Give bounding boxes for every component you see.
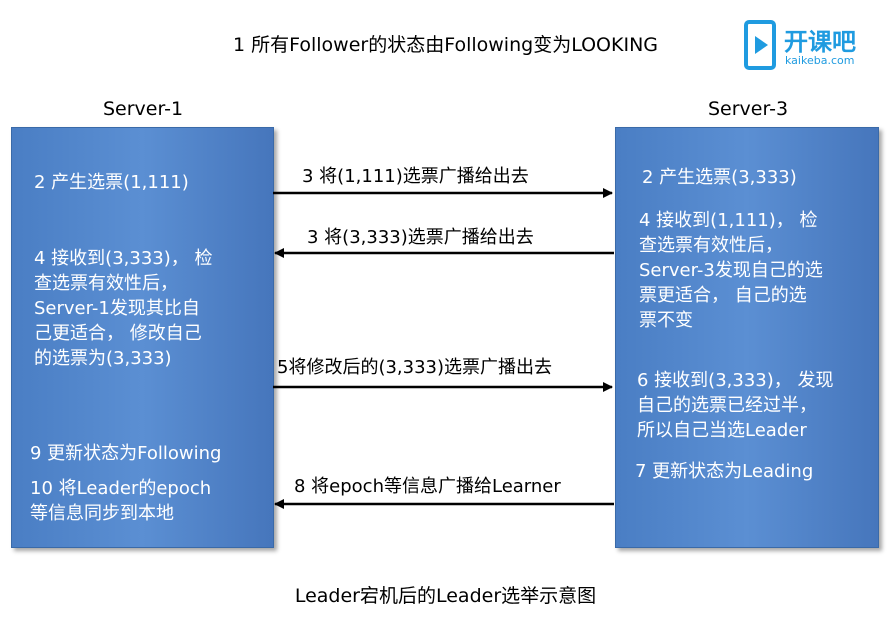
- diagram-title: 1 所有Follower的状态由Following变为LOOKING: [232, 34, 659, 56]
- server-1-step4-line4: 己更适合， 修改自己: [34, 323, 202, 344]
- server-1-step4-line5: 的选票为(3,333): [34, 348, 172, 369]
- server-1-step2: 2 产生选票(1,111): [34, 172, 189, 193]
- logo-url: kaikeba.com: [785, 54, 855, 67]
- server-3-step2: 2 产生选票(3,333): [642, 167, 797, 188]
- server-1-step10: 10 将Leader的epoch 等信息同步到本地: [30, 476, 211, 526]
- server-3-step6: 6 接收到(3,333)， 发现 自己的选票已经过半， 所以自己当选Leader: [637, 368, 833, 443]
- diagram-caption: Leader宕机后的Leader选举示意图: [294, 585, 597, 607]
- server-1-label: Server-1: [103, 98, 184, 120]
- server-1-box: 2 产生选票(1,111) 4 接收到(3,333)， 检 查选票有效性后， S…: [11, 127, 274, 548]
- arrow-2-label: 3 将(3,333)选票广播给出去: [307, 227, 534, 248]
- arrow-3-label: 5将修改后的(3,333)选票广播出去: [277, 357, 553, 378]
- server-3-step4-line3: Server-3发现自己的选: [639, 260, 823, 281]
- server-3-step6-line1: 6 接收到(3,333)， 发现: [637, 370, 834, 391]
- logo-name: 开课吧: [784, 28, 856, 56]
- server-1-step10-line1: 10 将Leader的epoch: [30, 478, 212, 499]
- server-3-label: Server-3: [708, 98, 789, 120]
- server-3-box: 2 产生选票(3,333) 4 接收到(1,111)， 检 查选票有效性后， S…: [615, 127, 879, 548]
- server-3-step7: 7 更新状态为Leading: [635, 461, 814, 482]
- server-1-step10-line2: 等信息同步到本地: [30, 503, 174, 524]
- server-1-step4-line3: Server-1发现其比自: [34, 298, 200, 319]
- server-1-step4: 4 接收到(3,333)， 检 查选票有效性后， Server-1发现其比自 己…: [34, 246, 212, 371]
- server-1-step4-line2: 查选票有效性后，: [34, 273, 178, 294]
- server-1-step9: 9 更新状态为Following: [30, 443, 222, 464]
- server-3-step4-line1: 4 接收到(1,111)， 检: [639, 210, 818, 231]
- server-3-step6-line3: 所以自己当选Leader: [637, 420, 807, 441]
- server-1-step4-line1: 4 接收到(3,333)， 检: [34, 248, 213, 269]
- server-3-step4-line2: 查选票有效性后，: [639, 235, 783, 256]
- arrow-4-label: 8 将epoch等信息广播给Learner: [294, 476, 561, 497]
- server-3-step4-line4: 票更适合， 自己的选: [639, 285, 807, 306]
- logo: 开课吧 kaikeba.com: [744, 18, 864, 74]
- server-3-step4-line5: 票不变: [639, 310, 693, 331]
- logo-icon: [744, 20, 776, 70]
- server-3-step6-line2: 自己的选票已经过半，: [637, 395, 817, 416]
- server-3-step4: 4 接收到(1,111)， 检 查选票有效性后， Server-3发现自己的选 …: [639, 208, 823, 333]
- arrow-1-label: 3 将(1,111)选票广播给出去: [302, 166, 529, 187]
